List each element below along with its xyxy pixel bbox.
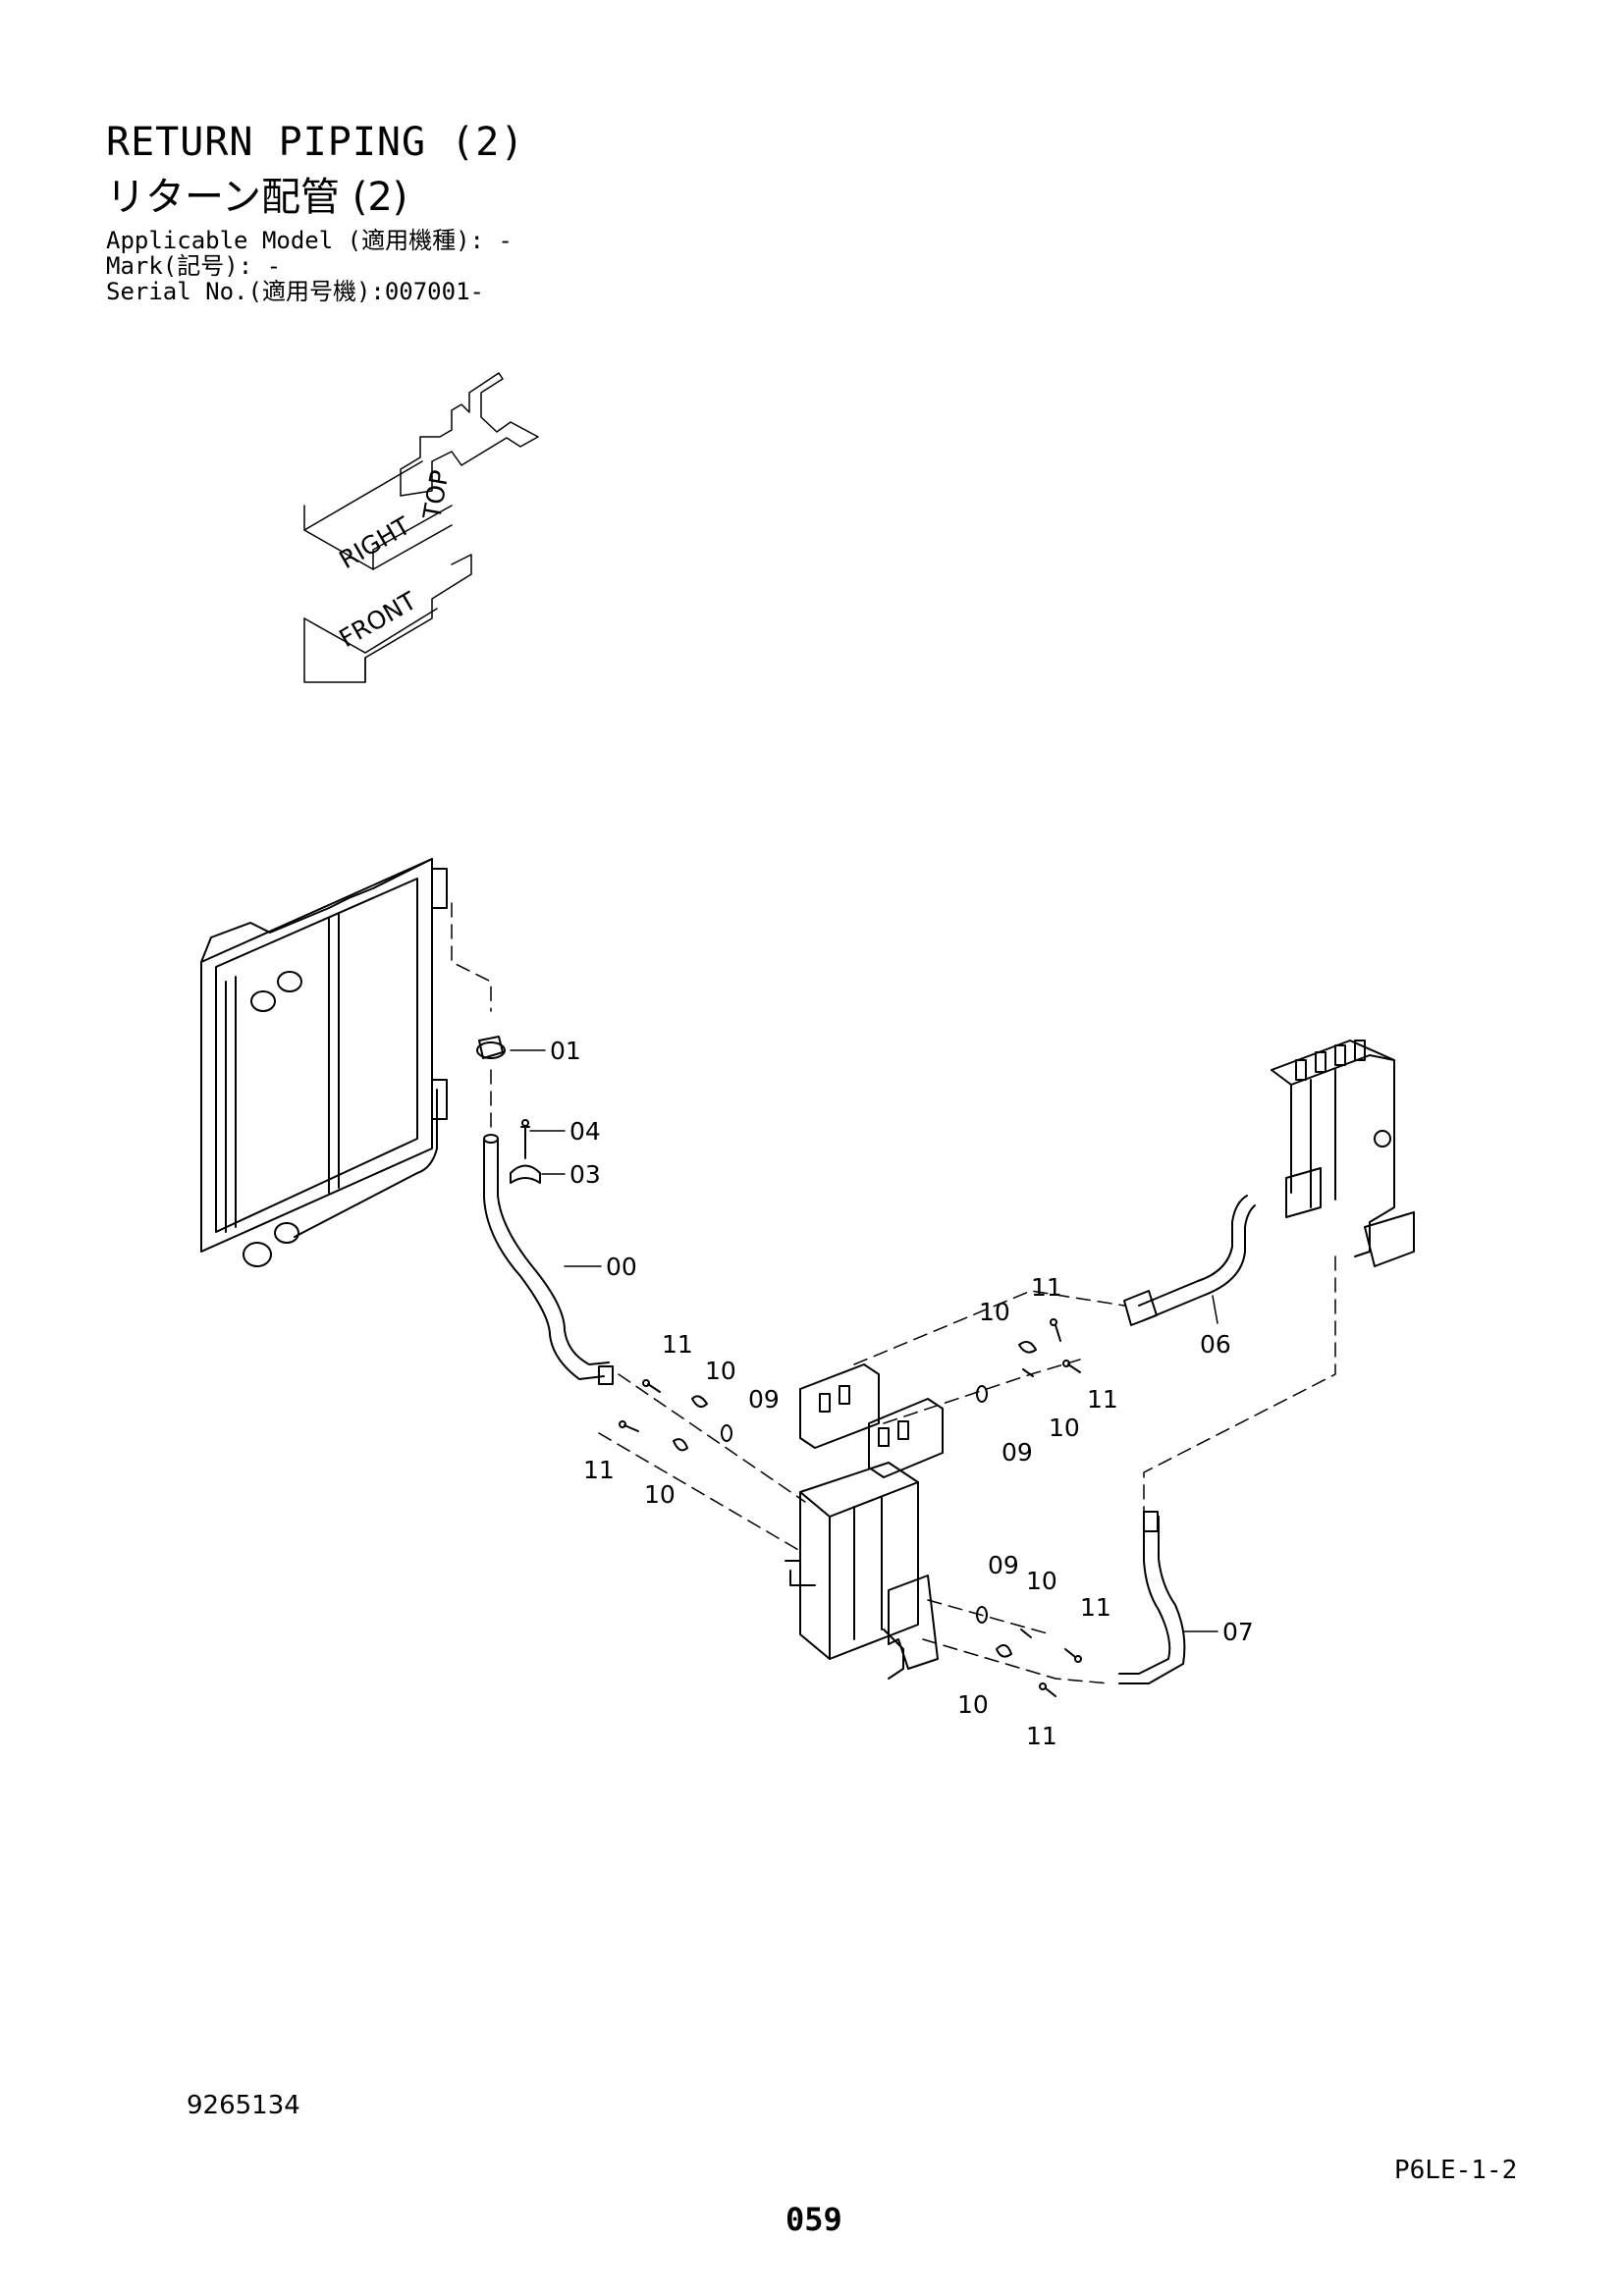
callout-07: 07 [1222, 1618, 1254, 1646]
callout-11-d: 11 [1087, 1385, 1118, 1414]
document-number: 9265134 [187, 2091, 300, 2120]
callout-09-a: 09 [748, 1385, 780, 1414]
dashed-connection-lines [451, 902, 1336, 1684]
orientation-label-top: TOP [417, 468, 454, 522]
mark-code: Mark(記号): - [106, 252, 282, 280]
orientation-label-right: RIGHT [335, 511, 416, 575]
callout-01: 01 [550, 1037, 581, 1065]
callout-11-e: 11 [1080, 1593, 1111, 1622]
callout-04: 04 [569, 1117, 601, 1146]
applicable-model: Applicable Model (適用機種): - [106, 227, 513, 254]
orientation-label-front: FRONT [335, 586, 422, 653]
callout-10-c: 10 [979, 1298, 1010, 1326]
callout-11-f: 11 [1026, 1722, 1057, 1750]
orientation-indicator: TOP RIGHT FRONT [303, 372, 539, 683]
callout-10-f: 10 [957, 1690, 989, 1719]
clamp-03 [510, 1164, 541, 1184]
callout-10-b: 10 [644, 1480, 676, 1509]
callout-10-e: 10 [1026, 1567, 1057, 1595]
callout-11-a: 11 [662, 1330, 693, 1359]
return-hose-00 [483, 1134, 614, 1385]
callout-06: 06 [1200, 1330, 1231, 1359]
serial-number: Serial No.(適用号機):007001- [106, 278, 484, 305]
callout-00: 00 [606, 1253, 637, 1281]
page-title-en: RETURN PIPING (2) [106, 120, 525, 165]
bolt-04 [520, 1119, 530, 1159]
callout-11-b: 11 [583, 1456, 615, 1484]
callout-labels: 01 04 03 00 11 10 09 11 10 06 11 10 11 1… [550, 1037, 1254, 1750]
return-hose-06 [1123, 1195, 1256, 1326]
clamp-01 [476, 1036, 506, 1059]
control-valve-center [785, 1363, 944, 1680]
page-code: P6LE-1-2 [1394, 2156, 1518, 2185]
callout-10-a: 10 [705, 1357, 736, 1385]
return-hose-07 [1118, 1511, 1186, 1684]
page-title-jp: リターン配管 (2) [106, 175, 408, 220]
callout-09-b: 09 [1001, 1438, 1033, 1467]
callout-09-c: 09 [988, 1551, 1019, 1579]
radiator-assembly [200, 858, 448, 1267]
fittings [619, 1318, 1082, 1697]
page-number: 059 [785, 2201, 842, 2238]
callout-03: 03 [569, 1160, 601, 1189]
control-valve-right [1271, 1040, 1415, 1267]
callout-leaders [510, 1049, 1218, 1632]
callout-11-c: 11 [1031, 1273, 1062, 1302]
callout-10-d: 10 [1049, 1414, 1080, 1442]
